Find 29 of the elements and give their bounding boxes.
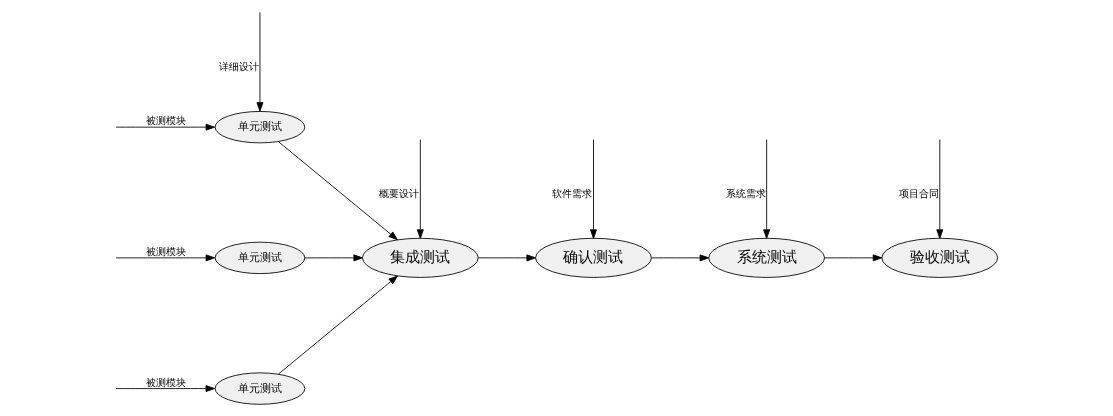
- node-ellipse: 单元测试: [214, 372, 306, 405]
- node-ellipse: 确认测试: [535, 237, 652, 278]
- arrow: [416, 139, 424, 239]
- arrow: [936, 139, 944, 239]
- arrow: [590, 139, 597, 239]
- arrow: [651, 254, 710, 262]
- arrow: [304, 254, 363, 262]
- arrow: [824, 254, 883, 262]
- arrow: [277, 141, 398, 241]
- arrow: [115, 123, 216, 131]
- edge-label: 被测模块: [145, 244, 186, 257]
- edge-label: 系统需求: [725, 187, 766, 200]
- edge-label: 概要设计: [379, 187, 420, 200]
- node-ellipse: 单元测试: [214, 111, 306, 144]
- node-ellipse: 单元测试: [214, 241, 306, 274]
- arrow: [115, 385, 216, 392]
- node-ellipse: 系统测试: [708, 237, 825, 278]
- arrow: [256, 11, 264, 112]
- arrow: [115, 254, 216, 262]
- arrow: [477, 254, 536, 262]
- edge-label: 软件需求: [552, 187, 593, 200]
- arrow: [277, 275, 398, 375]
- node-ellipse: 集成测试: [362, 237, 479, 278]
- edge-label: 被测模块: [145, 114, 186, 127]
- edge-label: 详细设计: [218, 60, 259, 73]
- arrow: [763, 139, 771, 239]
- edge-label: 项目合同: [898, 187, 939, 200]
- node-ellipse: 验收测试: [881, 237, 999, 278]
- edge-label: 被测模块: [145, 375, 186, 388]
